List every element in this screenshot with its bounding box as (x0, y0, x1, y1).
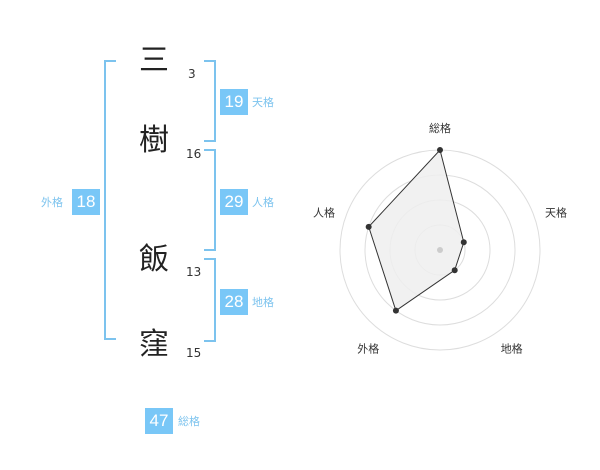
name-char-2-strokes: 16 (186, 147, 202, 161)
gaikaku-bracket (104, 60, 106, 340)
radar-point-1 (437, 147, 443, 153)
soukaku-label: 総格 (178, 415, 200, 428)
radar-axis-label-2: 天格 (545, 205, 567, 219)
radar-center-dot (437, 247, 443, 253)
radar-point-5 (365, 223, 372, 230)
gaikaku-bracket-bottom (104, 338, 116, 340)
name-char-2: 樹 (139, 123, 169, 158)
gaikaku-value: 18 (72, 189, 100, 215)
jinkaku-label: 人格 (252, 196, 274, 209)
gaikaku-bracket-top (104, 60, 116, 62)
chikaku-bracket (204, 258, 216, 342)
name-char-1-strokes: 3 (188, 67, 196, 81)
radar-axis-label-4: 外格 (357, 342, 379, 356)
tenkaku-label: 天格 (252, 96, 274, 109)
radar-point-3 (451, 267, 458, 274)
chikaku-value: 28 (220, 289, 248, 315)
radar-axis-label-1: 総格 (429, 121, 451, 135)
gaikaku-label: 外格 (41, 196, 63, 209)
name-char-3: 飯 (139, 242, 169, 277)
radar-axis-label-3: 地格 (501, 342, 523, 356)
tenkaku-bracket (204, 60, 216, 142)
soukaku-value: 47 (145, 408, 173, 434)
radar-series-area (368, 148, 465, 312)
radar-point-2 (460, 239, 467, 246)
name-char-4: 窪 (139, 327, 169, 362)
name-char-3-strokes: 13 (186, 265, 202, 279)
radar-points (365, 147, 467, 314)
radar-axis-label-5: 人格 (313, 205, 335, 219)
chikaku-label: 地格 (252, 296, 274, 309)
tenkaku-value: 19 (220, 89, 248, 115)
radar-point-4 (392, 307, 399, 314)
jinkaku-bracket (204, 149, 216, 251)
name-char-4-strokes: 15 (186, 346, 202, 360)
jinkaku-value: 29 (220, 189, 248, 215)
name-char-1: 三 (139, 43, 169, 78)
